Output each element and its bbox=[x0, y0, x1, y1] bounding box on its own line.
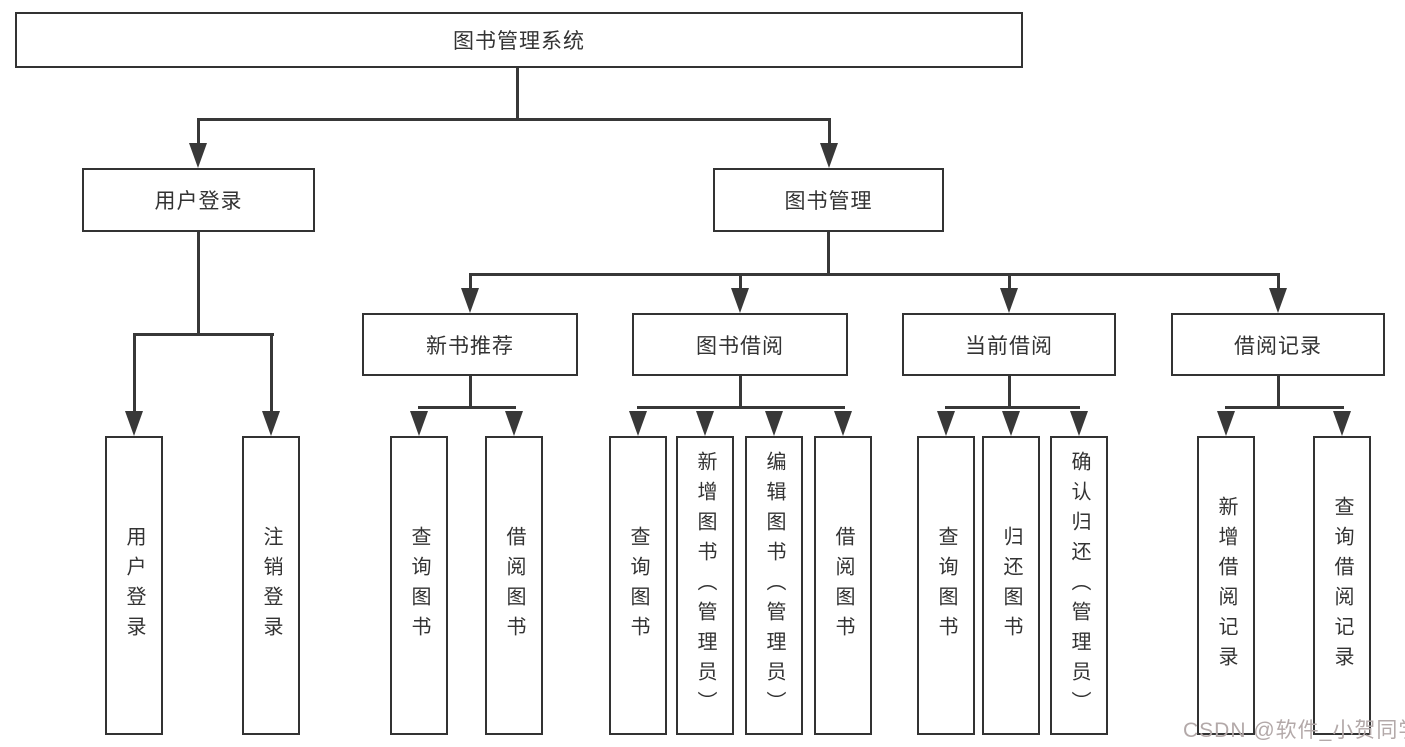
arrowhead-leaf bbox=[1333, 411, 1351, 436]
leaf-edit-book-admin-label: 编辑图书（管理员） bbox=[763, 450, 785, 721]
arrowhead-leaf bbox=[262, 411, 280, 436]
connector-user-login-rail bbox=[133, 333, 274, 336]
connector-l3-drop bbox=[469, 273, 472, 291]
leaf-add-book-admin: 新增图书（管理员） bbox=[676, 436, 734, 735]
node-book-management: 图书管理 bbox=[713, 168, 944, 232]
leaf-logout-label: 注销登录 bbox=[260, 525, 282, 646]
leaf-edit-book-admin: 编辑图书（管理员） bbox=[745, 436, 803, 735]
connector-user-login-stem bbox=[197, 230, 200, 336]
node-user-login: 用户登录 bbox=[82, 168, 315, 232]
connector-book-mgmt-stem bbox=[827, 230, 830, 276]
leaf-return-book-label: 归还图书 bbox=[1000, 525, 1022, 646]
leaf-add-book-admin-label: 新增图书（管理员） bbox=[694, 450, 716, 721]
leaf-logout: 注销登录 bbox=[242, 436, 300, 735]
arrowhead-leaf bbox=[834, 411, 852, 436]
leaf-query-borrow-record: 查询借阅记录 bbox=[1313, 436, 1371, 735]
connector-borrow-rail bbox=[637, 406, 845, 409]
leaf-recommend-borrow-books: 借阅图书 bbox=[485, 436, 543, 735]
leaf-add-borrow-record-label: 新增借阅记录 bbox=[1215, 495, 1237, 676]
node-current-borrow-label: 当前借阅 bbox=[965, 334, 1053, 358]
leaf-confirm-return-admin-label: 确认归还（管理员） bbox=[1068, 450, 1090, 721]
node-new-book-recommend-label: 新书推荐 bbox=[426, 334, 514, 358]
connector-level3-rail bbox=[469, 273, 1280, 276]
arrowhead-leaf bbox=[1217, 411, 1235, 436]
connector-leaf-drop bbox=[270, 333, 273, 413]
arrowhead-l3 bbox=[731, 288, 749, 313]
connector-book-mgmt-drop bbox=[828, 118, 831, 146]
connector-root-stem bbox=[516, 66, 519, 121]
node-borrow-records: 借阅记录 bbox=[1171, 313, 1385, 376]
leaf-recommend-borrow-books-label: 借阅图书 bbox=[503, 525, 525, 646]
connector-l3-drop bbox=[1008, 273, 1011, 291]
arrowhead-leaf bbox=[410, 411, 428, 436]
leaf-borrow-books: 借阅图书 bbox=[814, 436, 872, 735]
arrowhead-leaf bbox=[629, 411, 647, 436]
leaf-current-query-books: 查询图书 bbox=[917, 436, 975, 735]
arrowhead-leaf bbox=[765, 411, 783, 436]
connector-l3-drop bbox=[739, 273, 742, 291]
arrowhead-leaf bbox=[125, 411, 143, 436]
connector-borrow-stem bbox=[739, 376, 742, 409]
leaf-user-login-label: 用户登录 bbox=[123, 525, 145, 646]
connector-current-rail bbox=[945, 406, 1080, 409]
node-book-borrow-label: 图书借阅 bbox=[696, 334, 784, 358]
connector-records-rail bbox=[1225, 406, 1344, 409]
node-book-borrow: 图书借阅 bbox=[632, 313, 848, 376]
leaf-confirm-return-admin: 确认归还（管理员） bbox=[1050, 436, 1108, 735]
node-borrow-records-label: 借阅记录 bbox=[1234, 334, 1322, 358]
node-root: 图书管理系统 bbox=[15, 12, 1023, 68]
connector-l3-drop bbox=[1277, 273, 1280, 291]
leaf-return-book: 归还图书 bbox=[982, 436, 1040, 735]
leaf-borrow-query-books-label: 查询图书 bbox=[627, 525, 649, 646]
connector-recommend-stem bbox=[469, 376, 472, 409]
node-new-book-recommend: 新书推荐 bbox=[362, 313, 578, 376]
connector-leaf-drop bbox=[133, 333, 136, 413]
arrowhead-leaf bbox=[1070, 411, 1088, 436]
arrowhead-leaf bbox=[1002, 411, 1020, 436]
leaf-borrow-books-label: 借阅图书 bbox=[832, 525, 854, 646]
leaf-borrow-query-books: 查询图书 bbox=[609, 436, 667, 735]
arrowhead-leaf bbox=[505, 411, 523, 436]
leaf-recommend-query-books: 查询图书 bbox=[390, 436, 448, 735]
node-current-borrow: 当前借阅 bbox=[902, 313, 1116, 376]
watermark: CSDN @软件_小贺同学 bbox=[1183, 719, 1405, 742]
node-book-management-label: 图书管理 bbox=[784, 190, 873, 213]
node-user-login-label: 用户登录 bbox=[154, 190, 243, 213]
node-root-label: 图书管理系统 bbox=[453, 30, 585, 53]
arrowhead-leaf bbox=[696, 411, 714, 436]
connector-records-stem bbox=[1277, 376, 1280, 409]
leaf-query-borrow-record-label: 查询借阅记录 bbox=[1331, 495, 1353, 676]
arrowhead-l3 bbox=[1000, 288, 1018, 313]
leaf-current-query-books-label: 查询图书 bbox=[935, 525, 957, 646]
leaf-add-borrow-record: 新增借阅记录 bbox=[1197, 436, 1255, 735]
connector-level2-rail bbox=[197, 118, 831, 121]
arrowhead-user-login bbox=[189, 143, 207, 168]
connector-current-stem bbox=[1008, 376, 1011, 409]
arrowhead-l3 bbox=[1269, 288, 1287, 313]
arrowhead-l3 bbox=[461, 288, 479, 313]
arrowhead-leaf bbox=[937, 411, 955, 436]
connector-user-login-drop bbox=[197, 118, 200, 146]
leaf-recommend-query-books-label: 查询图书 bbox=[408, 525, 430, 646]
connector-recommend-rail bbox=[418, 406, 516, 409]
arrowhead-book-mgmt bbox=[820, 143, 838, 168]
leaf-user-login: 用户登录 bbox=[105, 436, 163, 735]
